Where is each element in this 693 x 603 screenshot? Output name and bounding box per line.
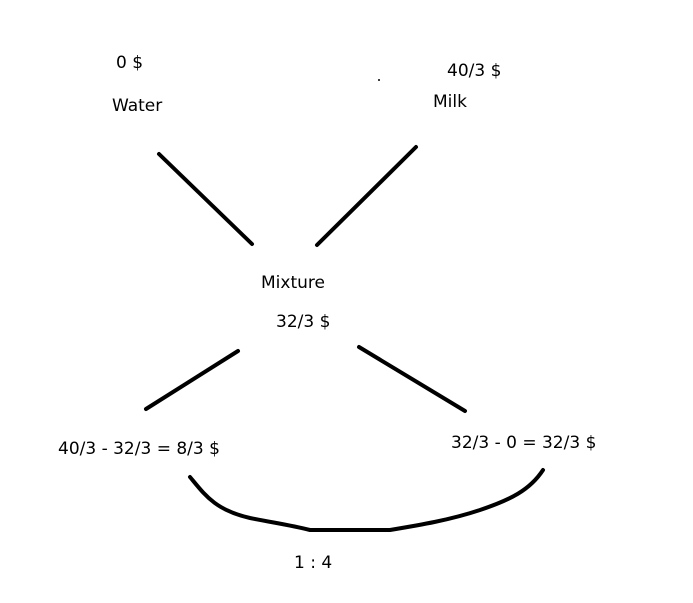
milk-price: 40/3 $ [447,61,502,81]
mixture-to-left-difference-line [144,349,240,411]
stray-dot [378,79,380,81]
milk-label: Milk [433,92,467,112]
water-price: 0 $ [116,53,144,73]
ratio-bracket-curve [188,468,545,532]
left-difference: 40/3 - 32/3 = 8/3 $ [58,439,220,459]
milk-to-mixture-line [315,145,418,247]
water-label: Water [112,96,163,116]
mixture-label: Mixture [261,273,325,293]
mixture-to-right-difference-line [357,345,467,413]
mixture-price: 32/3 $ [276,312,331,332]
water-to-mixture-line [157,152,254,246]
ratio-label: 1 : 4 [294,553,333,573]
right-difference: 32/3 - 0 = 32/3 $ [451,433,597,453]
